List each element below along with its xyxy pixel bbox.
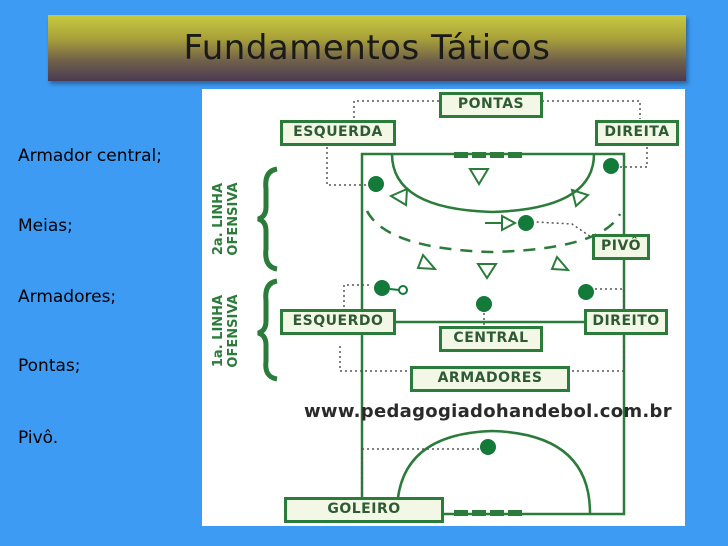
free-throw-line [365,210,622,254]
goal-area-bottom [395,429,592,514]
connector-pivo [535,221,595,240]
connector-esquerdo [343,284,372,307]
player-pivo [518,215,534,231]
label-armadores: ARMADORES [410,366,570,392]
label-direito: DIREITO [584,309,668,335]
connector-pontas-direita [542,100,641,119]
first-offensive-line-label: 1a. LINHA OFENSIVA [211,294,241,368]
slide-title: Fundamentos Táticos [183,28,551,68]
connector-direita [618,147,648,168]
player-direita [603,158,619,174]
second-offensive-line-label: 2a. LINHA OFENSIVA [211,182,241,256]
label-pontas: PONTAS [439,92,543,118]
defender [468,168,490,186]
label-direita: DIREITA [595,120,679,146]
player-direito [578,284,594,300]
defender [388,187,409,207]
bullet-item: Meias; [18,216,73,236]
connector-pontas-esquerda [353,100,439,119]
defender [416,253,438,271]
label-pivo: PIVÔ [592,234,650,260]
player-esquerdo [374,280,390,296]
player-esquerda [368,176,384,192]
bullet-item: Pivô. [18,428,59,448]
label-goleiro: GOLEIRO [284,497,444,523]
defender [550,255,571,272]
bullet-item: Armador central; [18,146,162,166]
defender [501,214,518,232]
website-watermark: www.pedagogiadohandebol.com.br [304,401,672,422]
bullet-item: Pontas; [18,356,81,376]
ball [398,285,408,295]
connector-goleiro [361,448,488,499]
defender [476,263,498,280]
player-central [476,296,492,312]
bullet-item: Armadores; [18,287,117,307]
handball-court-diagram: PONTAS ESQUERDA DIREITA PIVÔ ESQUERDO DI… [202,89,685,526]
connector-armadores-left [339,343,407,372]
player-goleiro [480,439,496,455]
brace-second-line [257,166,278,272]
connector-armadores-right [572,343,625,372]
goal-area-top [390,153,596,214]
label-esquerdo: ESQUERDO [280,309,396,335]
title-bar: Fundamentos Táticos [48,15,686,81]
label-esquerda: ESQUERDA [280,120,396,146]
connector-direito [594,288,625,307]
connector-esquerda [326,147,368,186]
defender [570,188,590,208]
label-central: CENTRAL [439,326,543,352]
court-drawing [257,100,648,516]
brace-first-line [257,278,278,382]
